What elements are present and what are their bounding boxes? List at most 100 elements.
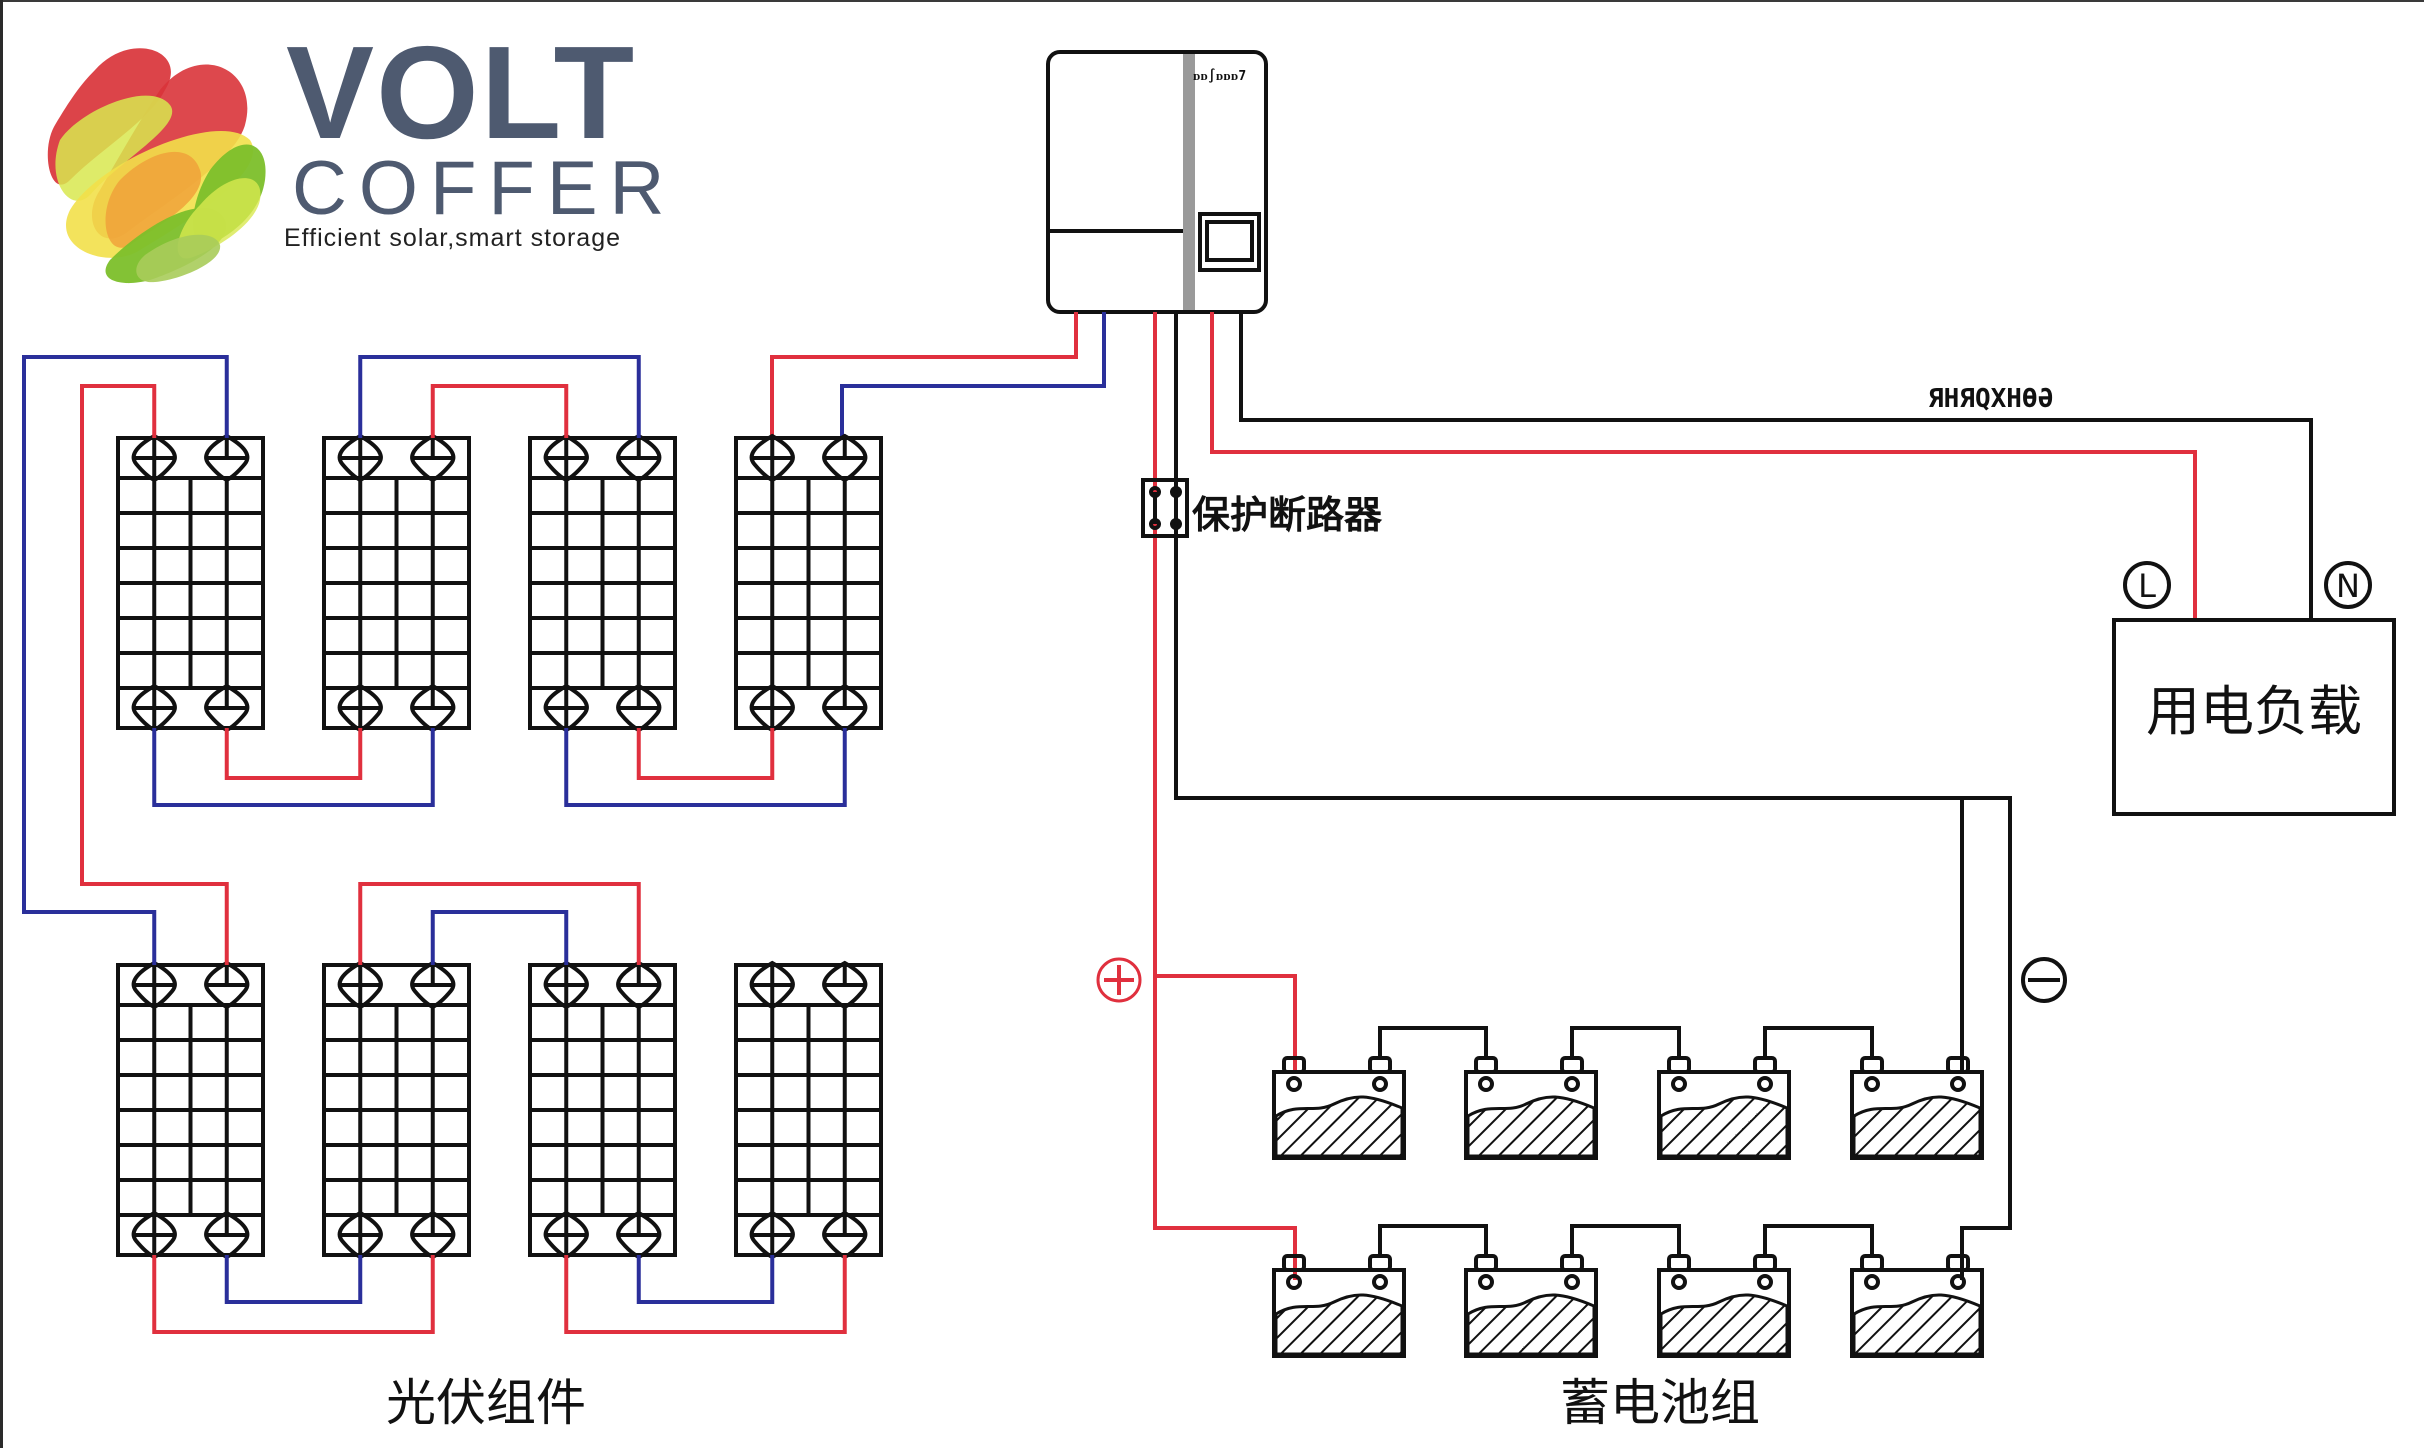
panel-negative-terminal-icon <box>616 960 662 1010</box>
battery-negative-post-icon <box>1946 1254 1970 1272</box>
battery <box>1464 1254 1598 1358</box>
panel-negative-terminal-icon <box>204 1210 250 1260</box>
pv-array <box>116 433 883 1260</box>
pv-positive-jumper-wire <box>152 1255 435 1334</box>
panel-negative-terminal-icon <box>204 960 250 1010</box>
battery-electrolyte-icon <box>1659 1095 1789 1158</box>
pv-positive-jumper-wire <box>636 728 775 780</box>
electrical-load: 用电负载 L N <box>2112 561 2396 816</box>
battery-electrolyte-icon <box>1274 1293 1404 1356</box>
battery-positive-post-icon <box>1667 1254 1691 1272</box>
pv-array-wires <box>22 355 847 1334</box>
solar-panel <box>528 960 677 1260</box>
pv-negative-jumper-wire <box>22 355 229 965</box>
battery-negative-post-icon <box>1368 1254 1392 1272</box>
panel-negative-terminal-icon <box>616 683 662 733</box>
battery-electrolyte-icon <box>1659 1293 1789 1356</box>
battery-negative-post-icon <box>1368 1056 1392 1074</box>
solar-panel <box>528 433 677 733</box>
panel-negative-terminal-icon <box>204 683 250 733</box>
inverter: ᴅᴅ∫ᴅᴅᴅ7 <box>1046 50 1268 314</box>
solar-panel <box>116 433 265 733</box>
panel-positive-terminal-icon <box>543 433 589 483</box>
pv-positive-jumper-wire <box>564 1255 847 1334</box>
battery-negative-post-icon <box>1753 1056 1777 1074</box>
brand-name-volt: VOLT <box>286 19 636 166</box>
panel-positive-terminal-icon <box>337 960 383 1010</box>
battery <box>1657 1056 1791 1160</box>
live-terminal-icon <box>2123 561 2171 609</box>
panel-negative-terminal-icon <box>204 433 250 483</box>
panel-negative-terminal-icon <box>410 683 456 733</box>
pv-negative-jumper-wire <box>430 910 569 965</box>
load-box <box>2112 618 2396 816</box>
battery <box>1850 1056 1984 1160</box>
battery-negative-post-icon <box>1560 1056 1584 1074</box>
battery <box>1272 1254 1406 1358</box>
inverter-marking: ᴅᴅ∫ᴅᴅᴅ7 <box>1193 68 1246 84</box>
pv-positive-jumper-wire <box>80 384 229 965</box>
load-label: 用电负载 <box>2146 680 2362 743</box>
battery-series-jumper-wire <box>1763 1224 1874 1256</box>
panel-positive-terminal-icon <box>337 433 383 483</box>
solar-panel <box>116 960 265 1260</box>
live-terminal-label: L <box>2138 567 2156 605</box>
logo-mark-icon <box>47 48 266 284</box>
panel-negative-terminal-icon <box>410 433 456 483</box>
panel-positive-terminal-icon <box>543 683 589 733</box>
battery-electrolyte-icon <box>1274 1095 1404 1158</box>
panel-positive-terminal-icon <box>337 1210 383 1260</box>
panel-negative-terminal-icon <box>616 1210 662 1260</box>
panel-positive-terminal-icon <box>749 960 795 1010</box>
brand-tagline: Efficient solar,smart storage <box>284 224 621 252</box>
negative-marker-icon <box>2021 957 2067 1003</box>
battery-series-jumper-wire <box>1378 1026 1488 1058</box>
dual-pole-breaker-icon <box>1141 478 1189 538</box>
battery <box>1272 1056 1406 1160</box>
battery-negative-marker <box>2021 957 2067 1003</box>
solar-panel <box>322 960 471 1260</box>
battery-positive-marker <box>1096 957 1142 1003</box>
battery-bank-caption: 蓄电池组 <box>1560 1374 1760 1432</box>
battery-electrolyte-icon <box>1466 1095 1596 1158</box>
pv-negative-feed-wire <box>840 312 1106 438</box>
battery-positive-post-icon <box>1860 1254 1884 1272</box>
battery-series-jumper-wire <box>1570 1224 1681 1256</box>
panel-positive-terminal-icon <box>131 683 177 733</box>
panel-negative-terminal-icon <box>616 433 662 483</box>
battery-bank <box>1272 1026 1984 1358</box>
solar-panel <box>734 960 883 1260</box>
neutral-terminal-label: N <box>2336 567 2360 605</box>
panel-positive-terminal-icon <box>749 433 795 483</box>
panel-positive-terminal-icon <box>131 960 177 1010</box>
breaker-label: 保护断路器 <box>1192 493 1383 537</box>
battery-positive-post-icon <box>1474 1056 1498 1074</box>
pv-negative-jumper-wire <box>358 355 641 438</box>
inverter-body <box>1046 50 1268 314</box>
pv-positive-jumper-wire <box>224 728 363 780</box>
battery <box>1657 1254 1791 1358</box>
image-top-border <box>0 0 2424 2</box>
pv-array-caption: 光伏组件 <box>386 1374 586 1432</box>
battery-electrolyte-icon <box>1852 1293 1982 1356</box>
ac-neutral-wire <box>1239 312 2313 622</box>
ac-live-wire <box>1210 312 2197 622</box>
positive-marker-icon <box>1096 957 1142 1003</box>
panel-positive-terminal-icon <box>749 1210 795 1260</box>
battery-series-jumper-wire <box>1763 1026 1874 1058</box>
panel-negative-terminal-icon <box>410 960 456 1010</box>
pv-positive-feed-wire <box>770 312 1078 438</box>
battery-negative-post-icon <box>1946 1056 1970 1074</box>
panel-positive-terminal-icon <box>749 683 795 733</box>
pv-negative-jumper-wire <box>152 728 435 807</box>
panel-negative-terminal-icon <box>822 960 868 1010</box>
inverter-display-bezel <box>1198 212 1261 272</box>
battery-electrolyte-icon <box>1852 1095 1982 1158</box>
solar-panel <box>322 433 471 733</box>
pv-negative-jumper-wire <box>636 1255 775 1304</box>
battery-negative-main-wire <box>1174 312 2012 1280</box>
battery <box>1850 1254 1984 1358</box>
pv-negative-jumper-wire <box>564 728 847 807</box>
battery-series-jumper-wire <box>1378 1224 1488 1256</box>
